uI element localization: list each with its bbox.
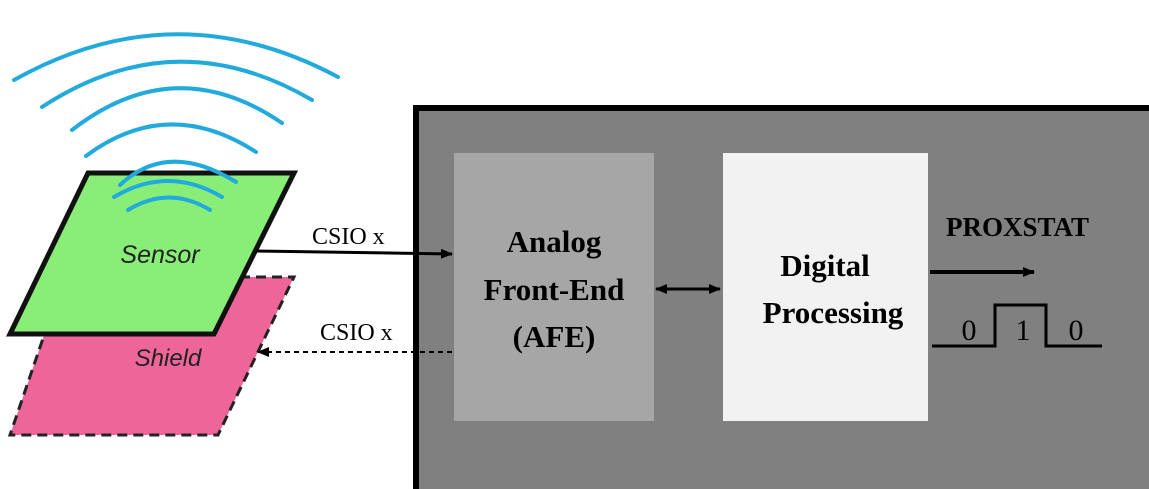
field-arc-5 xyxy=(70,86,284,132)
wave-value-2: 0 xyxy=(1069,314,1084,347)
csio-top-label: CSIO x xyxy=(312,224,385,250)
wave-value-0: 0 xyxy=(962,314,977,347)
digital-processing-block xyxy=(723,153,928,421)
csio-bottom-label: CSIO x xyxy=(320,320,393,346)
csio-sensor-arrow xyxy=(255,248,453,259)
field-arc-2 xyxy=(112,179,224,199)
proxstat-waveform xyxy=(932,303,1102,348)
sensor-label: Sensor xyxy=(120,241,201,269)
sensing-field-icon xyxy=(12,32,340,212)
wave-value-1: 1 xyxy=(1016,314,1031,347)
field-arc-6 xyxy=(40,59,314,109)
field-arc-1 xyxy=(126,195,212,212)
field-arc-7 xyxy=(12,32,340,82)
digital-label-line2: Processing xyxy=(763,295,904,330)
field-arc-4 xyxy=(84,122,258,158)
shield-label: Shield xyxy=(135,345,202,372)
afe-block xyxy=(454,153,654,421)
sensor-plate xyxy=(6,170,299,337)
digital-label-line1: Digital xyxy=(780,248,870,283)
afe-label-line3: (AFE) xyxy=(513,319,596,354)
afe-label-line1: Analog xyxy=(507,224,602,259)
afe-label-line2: Front-End xyxy=(484,272,625,307)
proxstat-label: PROXSTAT xyxy=(946,212,1089,242)
field-arc-3 xyxy=(118,159,238,187)
